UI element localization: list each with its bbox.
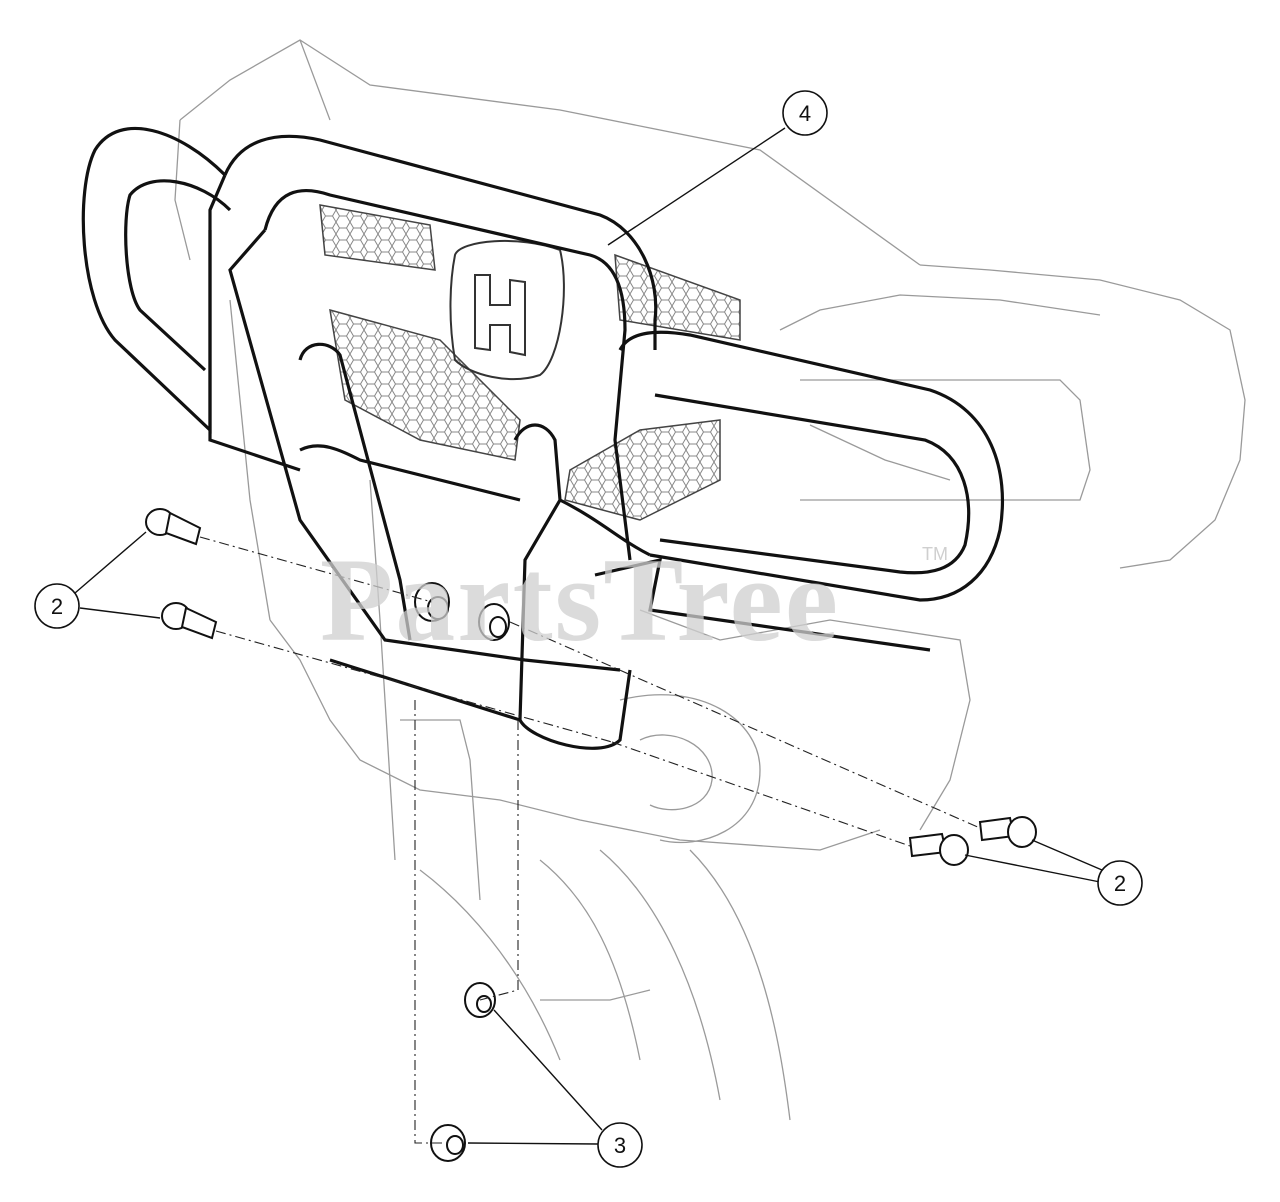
callout-4-label: 4 (799, 101, 811, 126)
callout-leaders (74, 127, 1103, 1145)
bolt-right-upper (978, 816, 1037, 848)
callout-3-label: 3 (614, 1133, 626, 1158)
bolt-left-upper (145, 508, 202, 546)
callout-3: 3 (597, 1122, 643, 1168)
brand-emblem (449, 240, 565, 381)
watermark: PartsTree TM (320, 533, 948, 666)
bumper-guard (81, 126, 1005, 750)
watermark-text: PartsTree (320, 533, 840, 666)
vehicle-body-outline (174, 39, 1246, 1121)
grille-mesh (319, 204, 741, 521)
callout-2-right: 2 (1097, 860, 1143, 906)
callout-2-right-label: 2 (1114, 871, 1126, 896)
trademark-text: TM (922, 544, 948, 564)
assembly-lines (199, 536, 981, 1144)
bolt-right-lower (908, 832, 969, 866)
callout-2-left: 2 (34, 583, 80, 629)
callout-4: 4 (782, 90, 828, 136)
bolt-left-lower (161, 602, 218, 640)
callout-2-left-label: 2 (51, 594, 63, 619)
